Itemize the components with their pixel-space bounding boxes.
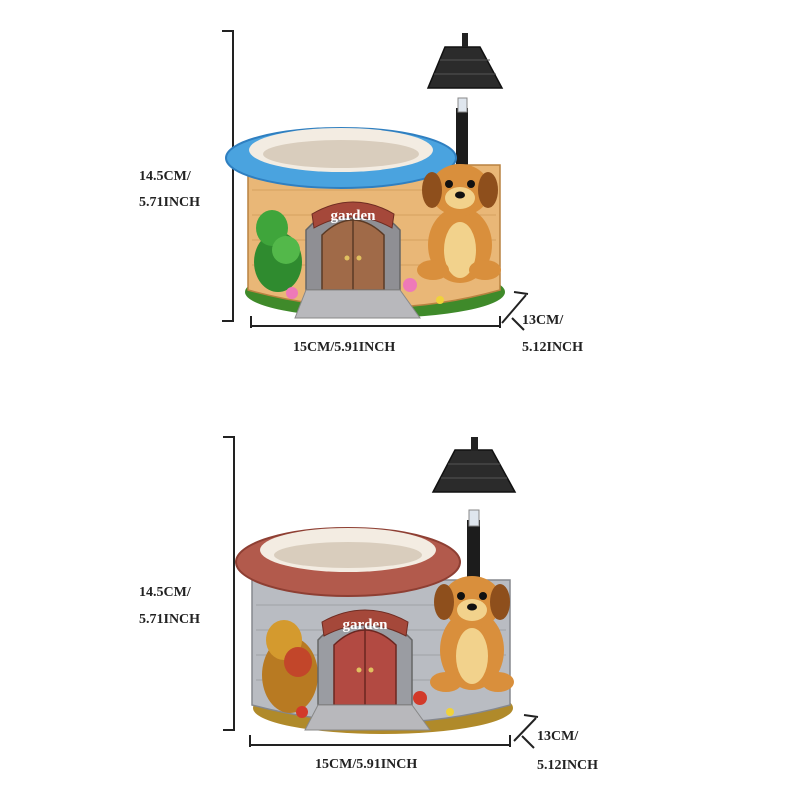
- width-dimension-line: [250, 316, 501, 328]
- depth-inch-label: 5.12INCH: [537, 758, 599, 773]
- stone-door-arch: [305, 204, 401, 291]
- depth-cm-label: 13CM/: [537, 729, 579, 744]
- stone-path: [304, 704, 431, 731]
- green-shrub: [254, 210, 302, 292]
- pink-flower: [286, 287, 298, 299]
- depth-cm-label: 13CM/: [522, 313, 564, 328]
- height-dimension-line: [223, 436, 235, 731]
- yellow-flower: [446, 708, 454, 716]
- autumn-shrub: [262, 620, 318, 713]
- width-label: 15CM/5.91INCH: [315, 757, 418, 772]
- pink-flower: [403, 278, 417, 292]
- roof-rim: [235, 527, 461, 597]
- puppy-figure: [430, 576, 514, 692]
- height-cm-label: 14.5CM/: [139, 169, 191, 184]
- roof-rim: [225, 127, 457, 189]
- product-photo-blue: garden: [222, 30, 529, 331]
- stone-door-arch: [317, 614, 413, 706]
- height-dimension-line: [222, 30, 234, 322]
- stone-path: [294, 289, 421, 319]
- red-flower: [413, 691, 427, 705]
- product-panel-blue: garden 14.5CM/ 5.71INCH 15CM/5.91INCH 13…: [139, 30, 584, 355]
- garden-sign: garden: [311, 201, 395, 229]
- red-flower: [296, 706, 308, 718]
- depth-inch-label: 5.12INCH: [522, 340, 584, 355]
- depth-dimension-line: [513, 714, 539, 749]
- sign-text: garden: [331, 208, 377, 224]
- puppy-figure: [417, 164, 501, 283]
- sign-text: garden: [343, 617, 389, 633]
- depth-dimension-line: [501, 291, 529, 331]
- yellow-flower: [436, 296, 444, 304]
- product-panel-red: garden 14.5CM/ 5.71INCH 15CM/5.91INCH 13…: [0, 400, 800, 800]
- height-cm-label: 14.5CM/: [139, 585, 191, 600]
- solar-lamp: [426, 33, 504, 178]
- product-photo-red: garden: [223, 436, 539, 749]
- width-dimension-line: [249, 735, 511, 747]
- garden-sign: garden: [321, 609, 409, 637]
- height-inch-label: 5.71INCH: [139, 612, 201, 627]
- width-label: 15CM/5.91INCH: [293, 340, 396, 355]
- height-inch-label: 5.71INCH: [139, 195, 201, 210]
